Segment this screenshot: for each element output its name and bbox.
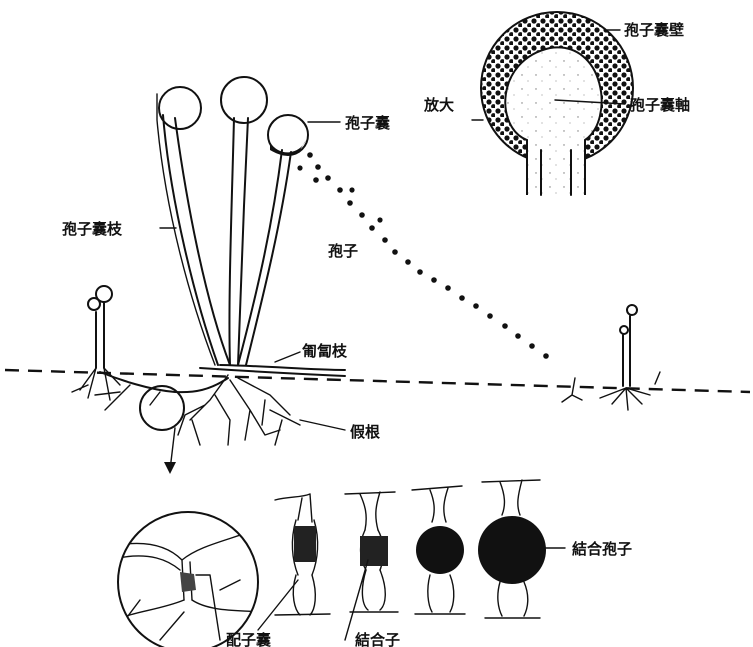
rhizoid	[178, 375, 300, 445]
main-colony	[95, 77, 345, 445]
sporangium-3-dark	[270, 140, 306, 155]
conjugation-stage-3	[412, 486, 465, 614]
zoom-source-circle	[140, 386, 184, 430]
label-sporangiophore: 孢子囊枝	[62, 220, 123, 238]
label-gametangium: 配子囊	[226, 631, 272, 647]
label-zygote: 結合子	[355, 631, 400, 647]
conjugation-stage-1	[275, 494, 330, 615]
label-zygospore: 結合孢子	[572, 540, 632, 558]
label-sporangium-wall: 孢子囊壁	[624, 21, 684, 39]
conjugation-stage-2	[345, 492, 398, 612]
label-sporangium: 孢子囊	[345, 114, 391, 132]
sporangium-1	[159, 87, 201, 129]
label-magnify: 放大	[423, 96, 454, 114]
conjugation-stage-4	[478, 480, 546, 618]
zoomed-mating-circle	[118, 512, 260, 647]
young-sporangiophore-left	[72, 286, 120, 400]
young-sporangiophore-right	[562, 305, 660, 410]
label-rhizoid: 假根	[350, 423, 380, 441]
label-stolon: 匍匐枝	[302, 342, 348, 360]
sporangium-2	[221, 77, 267, 123]
sporangiophore-1	[163, 115, 218, 365]
label-columella: 孢子囊軸	[630, 96, 690, 114]
label-spore: 孢子	[328, 242, 358, 260]
